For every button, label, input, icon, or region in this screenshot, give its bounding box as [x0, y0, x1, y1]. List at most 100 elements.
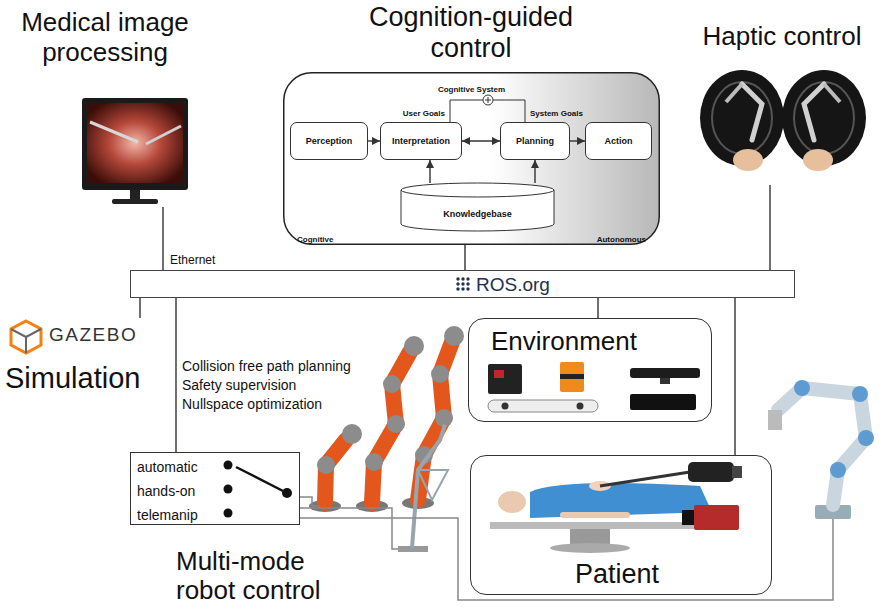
ros-logo-dots — [461, 277, 464, 280]
process-box: Interpretation — [380, 122, 462, 160]
cognitive-panel-outline — [284, 73, 660, 245]
switch-symbol — [282, 488, 292, 498]
switch-symbol — [224, 485, 233, 494]
node-text: Patient — [575, 560, 659, 590]
annotation-label: Safety supervision — [182, 377, 296, 393]
patient-picture — [732, 466, 742, 478]
robot-wires — [300, 508, 398, 549]
monitor-picture — [82, 98, 188, 204]
text-slot: Environment — [491, 327, 701, 357]
monitor-picture — [146, 126, 181, 144]
kuka-robot-pictures — [342, 424, 362, 444]
kuka-robot-pictures — [383, 375, 401, 393]
switch-symbol — [236, 467, 283, 491]
text-slot: Cognitive — [297, 228, 407, 246]
text-slot: Interpretation — [381, 123, 461, 159]
annotation-label: User Goals — [403, 109, 445, 118]
mode-switch-box: automatichands-ontelemanipMulti-mode rob… — [130, 452, 300, 525]
edge-label: Ethernet — [169, 254, 216, 268]
haptic-device-picture — [804, 84, 824, 140]
node-text: Interpretation — [392, 136, 450, 146]
patient-picture — [682, 510, 694, 525]
connector — [570, 140, 585, 141]
haptic-device-picture — [700, 70, 866, 171]
connector — [462, 140, 500, 141]
text-slot: Safety supervision — [182, 376, 397, 394]
ur5-robot-picture — [768, 410, 782, 430]
sensor-pictures — [660, 378, 670, 384]
text-slot: ROS.org — [476, 274, 596, 296]
gazebo-logo — [11, 329, 41, 353]
node-text: Haptic control — [703, 22, 862, 52]
monitor-picture — [130, 190, 140, 200]
ros-logo-dots — [456, 277, 459, 280]
text-slot: Collision free path planning — [182, 357, 397, 375]
ur5-robot-picture — [768, 380, 874, 519]
patient-picture — [498, 491, 526, 513]
simulation-block: GAZEBOSimulation — [5, 318, 170, 400]
ros-logo-dots — [456, 282, 459, 285]
monitor-picture — [90, 122, 138, 142]
text-slot: Ethernet — [169, 250, 216, 268]
haptic-device-picture — [712, 82, 772, 154]
kuka-robot-pictures — [365, 453, 383, 471]
text-slot: Perception — [291, 123, 367, 159]
goal-loop — [483, 95, 493, 105]
ur5-robot-picture — [794, 380, 810, 396]
process-box: Action — [585, 122, 652, 160]
text-slot: Nullspace optimization — [182, 395, 397, 413]
node-text: Environment — [491, 327, 637, 357]
connector — [368, 140, 380, 141]
patient-picture — [688, 462, 734, 482]
raven-robot-picture — [418, 470, 448, 500]
annotation-label: System Goals — [530, 109, 583, 118]
node-text: Perception — [306, 136, 353, 146]
patient-picture — [694, 505, 739, 530]
connector — [175, 298, 176, 452]
kuka-robot-pictures — [435, 409, 453, 427]
connector — [464, 245, 465, 270]
kuka-robot-pictures — [404, 336, 424, 356]
cylinder-outline — [401, 190, 554, 197]
sensor-pictures — [488, 400, 598, 412]
sensor-pictures — [630, 368, 700, 378]
ros-logo-dots — [466, 277, 469, 280]
database-cylinder: Knowledgebase — [400, 183, 555, 231]
monitor-picture — [87, 103, 183, 183]
ros-logo-dots — [456, 287, 459, 290]
patient-box: Patient — [470, 455, 772, 595]
text-slot: Simulation — [5, 362, 170, 395]
patient-picture — [550, 543, 630, 553]
sensor-pictures — [488, 364, 522, 394]
connector — [597, 298, 598, 318]
haptic-control-station: Haptic control — [682, 22, 882, 185]
node-text: Simulation — [5, 362, 140, 395]
kuka-robot-pictures — [418, 342, 452, 500]
haptic-device-picture — [824, 84, 840, 102]
haptic-device-picture — [794, 82, 854, 154]
switch-symbol — [224, 461, 293, 518]
text-slot: Knowledgebase — [400, 197, 555, 231]
sensor-pictures — [494, 370, 504, 378]
kuka-robot-pictures — [387, 415, 405, 433]
switch-symbol — [224, 509, 233, 518]
ros-logo-dots — [466, 287, 469, 290]
robot-wires — [300, 518, 833, 600]
annotation-label: Nullspace optimization — [182, 396, 322, 412]
connector — [534, 160, 535, 183]
text-slot: hands-on — [137, 482, 227, 500]
node-text: Medical image processing — [5, 8, 205, 68]
cylinder-outline — [401, 183, 554, 231]
kuka-robot-pictures — [372, 352, 410, 503]
robot-wires — [300, 497, 833, 600]
connector — [769, 185, 770, 270]
haptic-device-picture — [742, 84, 762, 140]
text-slot: Haptic control — [682, 22, 882, 52]
ros-bus-bar: ROS.org — [130, 270, 795, 298]
sensor-pictures — [502, 403, 509, 410]
node-text: Multi-mode robot control — [176, 547, 356, 604]
ros-logo-dots — [456, 277, 469, 290]
gazebo-logo — [11, 321, 41, 353]
text-slot: User Goals — [385, 102, 445, 120]
